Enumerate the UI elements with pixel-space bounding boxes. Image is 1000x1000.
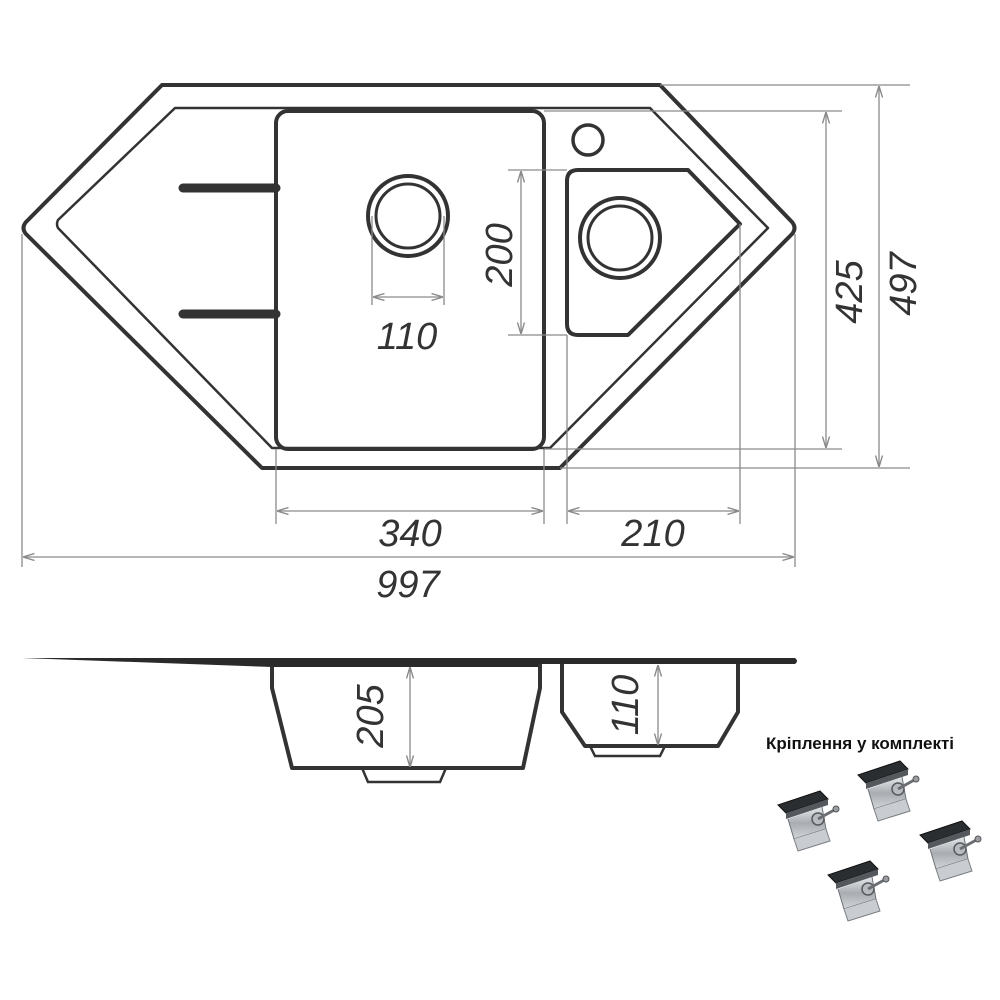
sink-top-view: 997 340 210 110 200 425 497	[21, 83, 925, 606]
overall-width-label: 997	[376, 564, 441, 606]
mounting-clip	[918, 819, 983, 883]
small-bowl-depth-label: 110	[605, 675, 647, 736]
dimension-lines	[21, 84, 910, 567]
small-bowl-width-label: 210	[620, 513, 684, 555]
drainboard-ribs	[178, 183, 281, 319]
small-bowl-profile	[560, 664, 740, 748]
countertop-edge	[22, 658, 797, 667]
bowl-depth-label: 425	[829, 259, 871, 323]
mounting-clips-caption: Кріплення у комплекті	[766, 734, 954, 753]
overall-depth-label: 497	[883, 250, 925, 315]
mounting-clip	[776, 789, 841, 853]
main-bowl-profile	[270, 664, 542, 770]
drain-diameter-label: 110	[377, 316, 438, 358]
main-bowl-drain-profile	[360, 767, 448, 784]
sink-side-view: 205 110	[22, 658, 797, 784]
sink-inner-rim	[55, 106, 770, 450]
main-bowl	[274, 109, 546, 451]
main-bowl-width-label: 340	[378, 513, 441, 555]
mounting-clips: Кріплення у комплекті	[766, 734, 983, 923]
faucet-hole	[571, 123, 605, 157]
mounting-clip	[856, 759, 921, 823]
main-bowl-drain	[366, 174, 450, 258]
small-bowl-drain	[578, 196, 662, 280]
main-bowl-depth-label: 205	[350, 683, 392, 748]
mounting-clip	[826, 859, 891, 923]
small-bowl-drain-profile	[588, 745, 667, 758]
small-bowl	[565, 168, 742, 337]
small-bowl-height-label: 200	[479, 223, 521, 287]
side-dimension-lines	[410, 666, 658, 766]
